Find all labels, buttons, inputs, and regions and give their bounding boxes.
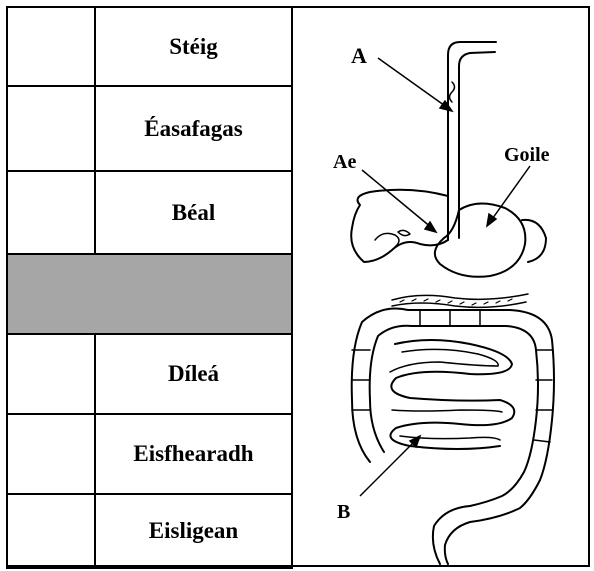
label-a: A	[351, 43, 367, 68]
pancreas-texture	[400, 299, 512, 305]
answer-cell	[7, 86, 95, 171]
answer-cell	[7, 494, 95, 568]
rectum-drawing	[433, 506, 470, 564]
label-ae: Ae	[333, 151, 356, 173]
row-label: Éasafagas	[95, 86, 292, 171]
gallbladder-drawing	[375, 233, 399, 247]
arrow-a-head	[440, 101, 452, 111]
row-label: Díleá	[95, 334, 292, 414]
answer-cell	[7, 171, 95, 254]
arrow-goile	[490, 166, 530, 222]
oesophagus-detail	[450, 82, 455, 102]
row-label: Eisligean	[95, 494, 292, 568]
arrow-a	[378, 58, 448, 108]
table-row: Éasafagas	[7, 86, 292, 171]
table-row: Stéig	[7, 7, 292, 86]
table-row: Eisligean	[7, 494, 292, 568]
answer-cell	[7, 414, 95, 494]
label-b: B	[337, 501, 350, 523]
liver-ducts	[398, 230, 410, 235]
digestive-system-diagram: A Ae Goile B	[295, 8, 588, 565]
oesophagus-drawing	[448, 42, 496, 240]
table-row: Béal	[7, 171, 292, 254]
small-intestine-inner	[390, 349, 502, 440]
shaded-row	[7, 254, 292, 334]
arrow-ae	[362, 170, 432, 228]
row-label: Eisfhearadh	[95, 414, 292, 494]
answer-cell	[7, 334, 95, 414]
row-label: Stéig	[95, 7, 292, 86]
arrow-b	[360, 440, 416, 496]
table-row: Díleá	[7, 334, 292, 414]
shaded-cell	[7, 254, 292, 334]
label-goile: Goile	[504, 144, 550, 166]
digestion-table: Stéig Éasafagas Béal Díleá Eisfhearadh E…	[6, 6, 293, 569]
small-intestine-drawing	[390, 340, 514, 449]
table-row: Eisfhearadh	[7, 414, 292, 494]
answer-cell	[7, 7, 95, 86]
row-label: Béal	[95, 171, 292, 254]
